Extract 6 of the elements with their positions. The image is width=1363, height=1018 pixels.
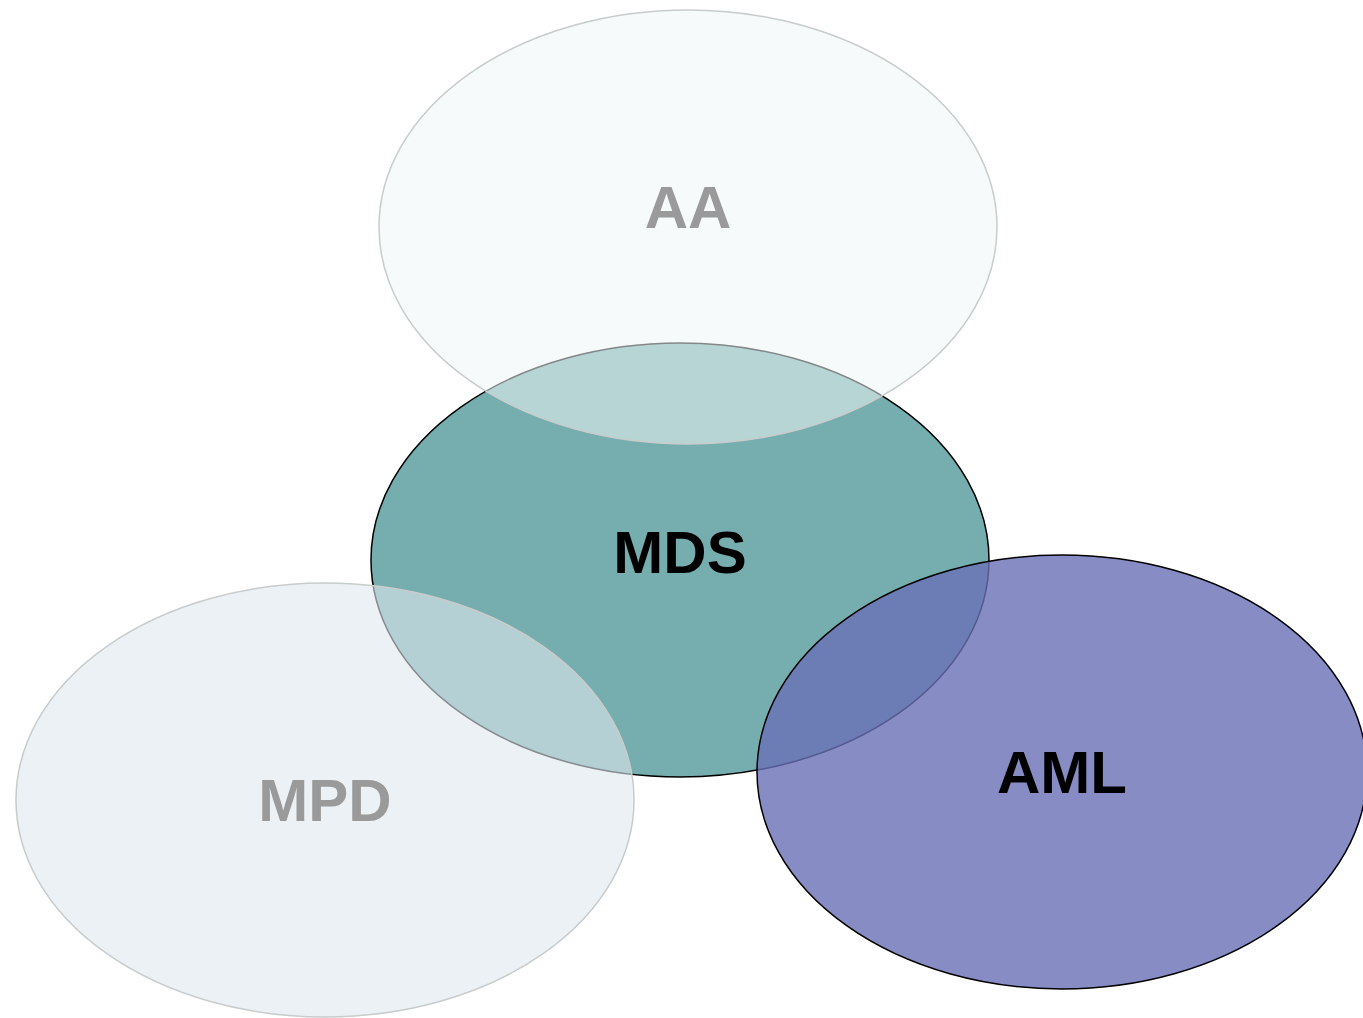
venn-ellipse: [15, 582, 635, 1018]
set-label: AML: [997, 737, 1127, 807]
set-label: MDS: [613, 517, 747, 587]
set-label: AA: [644, 172, 732, 242]
set-label: MPD: [258, 765, 392, 835]
venn-ellipse: [378, 9, 998, 445]
